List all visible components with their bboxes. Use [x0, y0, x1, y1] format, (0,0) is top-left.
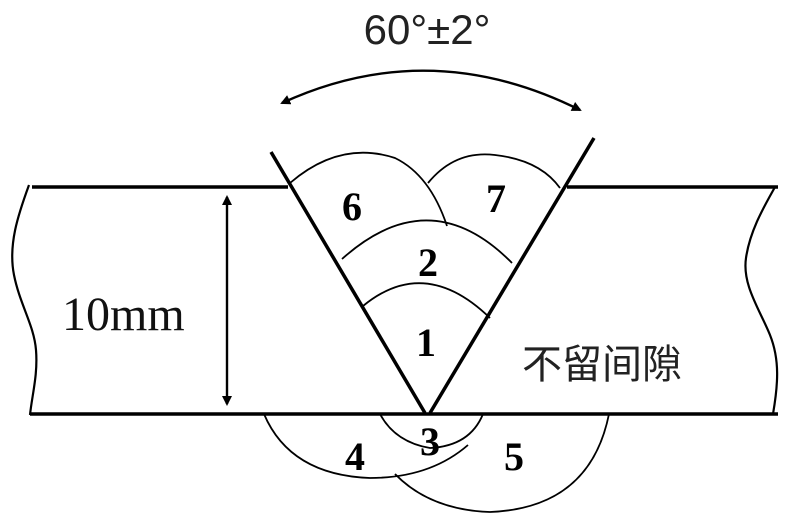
- groove-right-face: [428, 137, 596, 414]
- v-groove: [269, 137, 596, 414]
- base-plate: [11, 184, 779, 416]
- thickness-label: 10mm: [62, 288, 185, 341]
- pass-1-outline: [362, 282, 491, 319]
- pass-7-outline: [427, 153, 561, 189]
- pass-3-outline: [379, 413, 484, 449]
- angle-label: 60°±2°: [364, 6, 491, 53]
- pass-label-3: 3: [420, 419, 440, 464]
- weld-pass-labels: 1 2 3 4 5 6 7: [342, 176, 524, 479]
- weld-pass-outlines: [263, 151, 610, 513]
- pass-4-outline: [263, 413, 469, 479]
- pass-label-6: 6: [342, 184, 362, 229]
- pass-label-7: 7: [486, 176, 506, 221]
- break-line-right: [744, 186, 779, 415]
- pass-label-1: 1: [416, 320, 436, 365]
- pass-2-outline: [341, 219, 513, 264]
- gap-note: 不留间隙: [522, 342, 682, 388]
- pass-label-4: 4: [345, 434, 365, 479]
- pass-label-5: 5: [504, 434, 524, 479]
- break-line-left: [11, 184, 38, 416]
- angle-dimension-arc: [280, 69, 582, 112]
- groove-left-face: [269, 151, 427, 414]
- pass-6-outline: [289, 151, 448, 227]
- pass-label-2: 2: [418, 240, 438, 285]
- pass-5-outline: [394, 413, 610, 513]
